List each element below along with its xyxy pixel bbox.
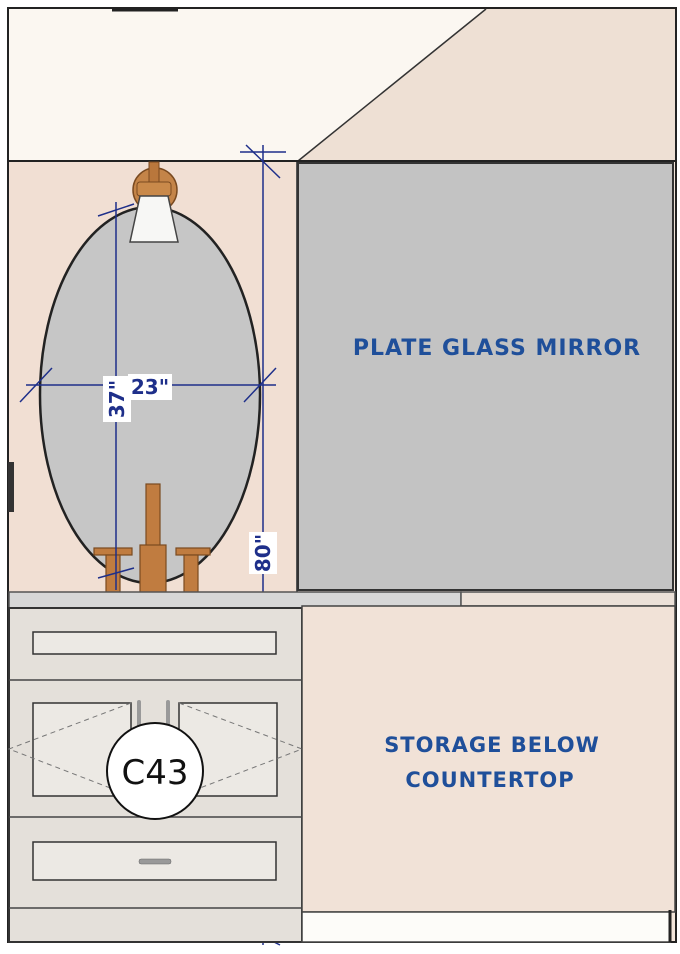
ceiling-slope-line: [297, 8, 487, 162]
left-edge-mark: [8, 462, 14, 512]
countertop-return: [460, 591, 676, 607]
bottom-drawer-panel: [32, 841, 277, 881]
storage-note-line-1: STORAGE BELOW: [384, 733, 600, 757]
mirror-height-label: 37": [105, 380, 129, 418]
cabinet-tag-circle: [106, 722, 204, 820]
mirror-height-label-bg: [103, 376, 131, 422]
storage-note-line-2: COUNTERTOP: [405, 768, 574, 792]
mounting-height-label: 80": [251, 534, 275, 572]
mirror-width-label-bg: [128, 374, 172, 400]
cabinet-tag-label: C43: [121, 753, 188, 793]
bottom-drawer-pull: [138, 858, 172, 865]
mounting-height-label-bg: [249, 532, 277, 574]
mirror-width-label: 23": [131, 375, 169, 399]
wall-sconce: [129, 161, 179, 243]
sloped-ceiling-panel: [298, 9, 675, 161]
plate-glass-mirror: [297, 162, 674, 591]
mirror-note: PLATE GLASS MIRROR: [353, 336, 641, 361]
storage-area: [301, 605, 676, 913]
top-drawer-panel: [32, 631, 277, 655]
storage-toe-kick: [301, 911, 671, 943]
